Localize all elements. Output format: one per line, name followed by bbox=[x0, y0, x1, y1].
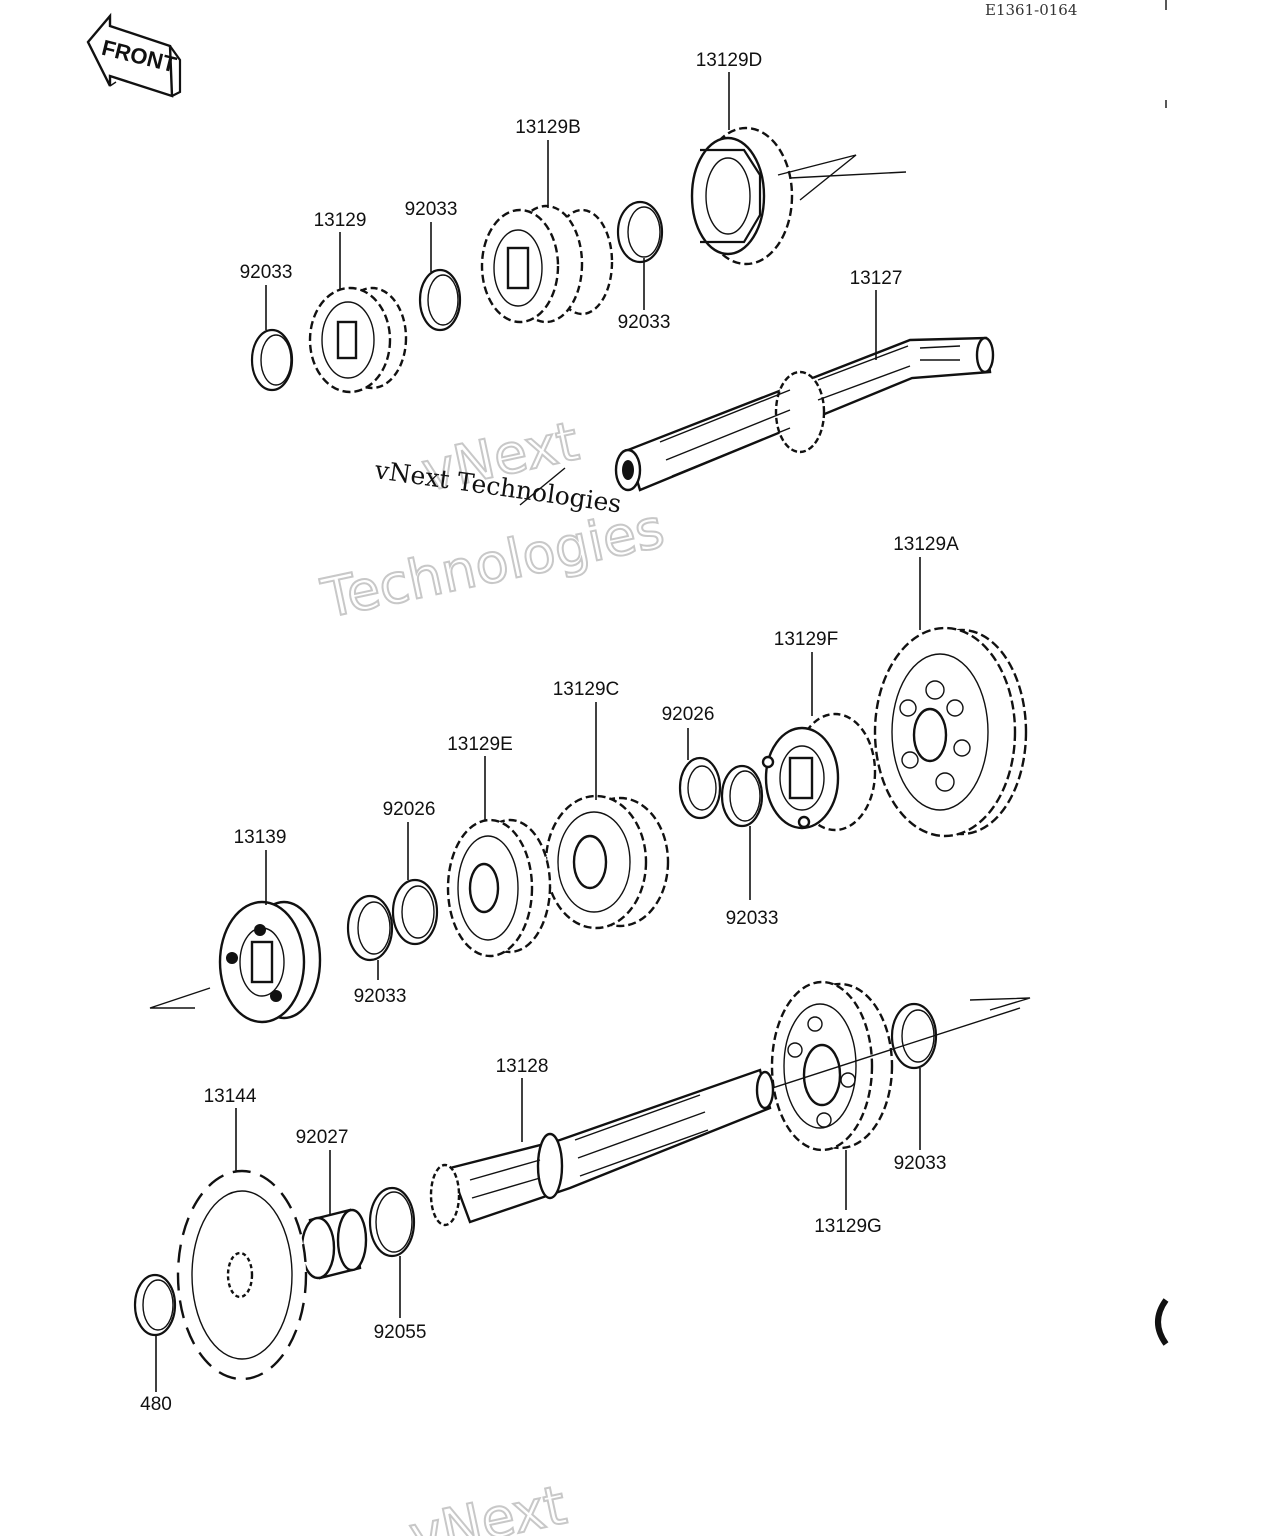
front-arrow-icon: FRONT bbox=[86, 12, 182, 98]
washer-92055 bbox=[368, 1186, 416, 1258]
circlip-480 bbox=[133, 1273, 177, 1337]
label-13129F: 13129F bbox=[774, 629, 838, 650]
label-92033-mid-left: 92033 bbox=[354, 986, 407, 1007]
label-13129B: 13129B bbox=[515, 117, 581, 138]
label-13128: 13128 bbox=[496, 1056, 549, 1077]
circlip-92033-top-left bbox=[250, 328, 294, 392]
circlip-92033-mid-left bbox=[346, 894, 394, 962]
washer-92026-right bbox=[678, 756, 722, 820]
gear-13129E bbox=[446, 818, 552, 958]
label-13144: 13144 bbox=[204, 1086, 257, 1107]
diagram-code: E1361-0164 bbox=[985, 1, 1077, 19]
label-480: 480 bbox=[140, 1394, 172, 1415]
label-13129: 13129 bbox=[314, 210, 367, 231]
watermark-vnext-bottom: vNext bbox=[404, 1473, 571, 1536]
circlip-92033-low-right bbox=[890, 1002, 938, 1070]
gear-13129 bbox=[308, 286, 408, 394]
label-13127: 13127 bbox=[850, 268, 903, 289]
label-92026-left: 92026 bbox=[383, 799, 436, 820]
circlip-92033-top-right bbox=[616, 200, 664, 264]
label-92033-mid-right: 92033 bbox=[726, 908, 779, 929]
washer-92026-left bbox=[391, 878, 439, 946]
circlip-92033-top-mid bbox=[418, 268, 462, 332]
label-13129E: 13129E bbox=[447, 734, 513, 755]
gear-13129G bbox=[770, 980, 894, 1152]
shaft-13127 bbox=[614, 336, 995, 492]
gear-13129A bbox=[873, 626, 1028, 838]
label-92026-right: 92026 bbox=[662, 704, 715, 725]
circlip-92033-mid-right bbox=[720, 764, 764, 828]
label-13129C: 13129C bbox=[553, 679, 620, 700]
label-92055: 92055 bbox=[374, 1322, 427, 1343]
label-13139: 13139 bbox=[234, 827, 287, 848]
sprocket-13144 bbox=[176, 1169, 308, 1381]
label-13129G: 13129G bbox=[814, 1216, 882, 1237]
label-92027: 92027 bbox=[296, 1127, 349, 1148]
label-13129A: 13129A bbox=[893, 534, 959, 555]
gear-13129D bbox=[690, 126, 794, 266]
gear-13129C bbox=[544, 794, 670, 930]
shaft-13128 bbox=[429, 1068, 775, 1227]
label-92033-top-right: 92033 bbox=[618, 312, 671, 333]
bushing-92027 bbox=[300, 1208, 368, 1280]
leader-lines bbox=[155, 72, 921, 1392]
hub-13139 bbox=[218, 900, 322, 1024]
label-92033-top-left: 92033 bbox=[240, 262, 293, 283]
gear-13129F bbox=[761, 712, 877, 832]
label-92033-top-mid: 92033 bbox=[405, 199, 458, 220]
label-92033-low-right: 92033 bbox=[894, 1153, 947, 1174]
gear-13129B bbox=[480, 204, 614, 324]
label-13129D: 13129D bbox=[696, 50, 763, 71]
